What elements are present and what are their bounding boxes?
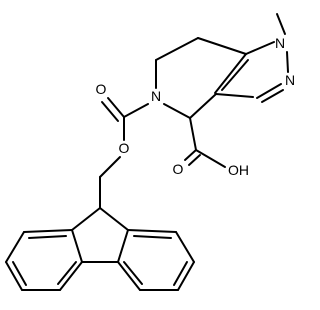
bond-c4-cacid xyxy=(189,117,197,151)
bond-l-2 xyxy=(59,261,83,291)
bond-c4-c3a xyxy=(189,93,217,119)
atom-label-o-carbamate-ester: O xyxy=(119,140,130,156)
bond-n2-c3-double xyxy=(261,89,284,103)
bond-ccarb-o xyxy=(107,97,125,118)
atom-label-n-ring: N xyxy=(151,88,161,104)
bond-n1-n2 xyxy=(286,51,289,73)
bond-c7-c6 xyxy=(155,37,199,61)
bond-cacid-o-double xyxy=(188,154,201,166)
bond-c3a-c7a xyxy=(214,53,247,94)
bond-c9-c9a xyxy=(71,207,101,231)
bond-l-6 xyxy=(23,229,73,233)
bond-r-6 xyxy=(127,229,177,233)
bond-cacid-o xyxy=(184,149,197,161)
bond-methyl xyxy=(276,13,286,35)
bond-l-4 xyxy=(5,261,23,291)
bond-n5-ccarb xyxy=(123,103,149,118)
bond-ccarb-o-double xyxy=(101,101,119,122)
chemical-structure: N N N O O O OH xyxy=(5,13,295,291)
atom-label-o-acid-carbonyl: O xyxy=(173,161,184,177)
bond-c9-c8a xyxy=(99,207,129,231)
atom-label-n-methyl: N xyxy=(275,35,285,51)
bond-n1-c7a xyxy=(245,41,275,55)
bond-r-1 xyxy=(117,229,129,263)
bond-l-d1 xyxy=(28,235,67,239)
bond-l-d2 xyxy=(12,261,27,286)
bond-r-2 xyxy=(117,261,141,291)
bond-c3-c3a xyxy=(215,93,254,98)
bond-l-1 xyxy=(71,229,83,263)
bond-oester-ch2 xyxy=(99,156,121,178)
bond-r-d1 xyxy=(133,235,172,239)
bond-r-d2 xyxy=(173,261,188,286)
bond-r-4 xyxy=(177,261,195,291)
bond-l-d3 xyxy=(57,261,77,285)
bond-c3a-c7a-double xyxy=(221,59,249,91)
bond-r-d3 xyxy=(123,261,143,285)
atom-label-n-pyrazole: N xyxy=(285,72,295,88)
bond-r-5 xyxy=(175,231,195,263)
bond-n2-c3 xyxy=(256,83,282,99)
atom-label-oh-acid: OH xyxy=(228,162,249,178)
bond-c7a-c7 xyxy=(197,37,247,55)
bond-n5-c4 xyxy=(163,103,191,119)
atom-label-o-carbamate-carbonyl: O xyxy=(96,81,107,97)
bond-cacid-oh xyxy=(195,149,226,168)
bond-l-5 xyxy=(5,231,25,263)
